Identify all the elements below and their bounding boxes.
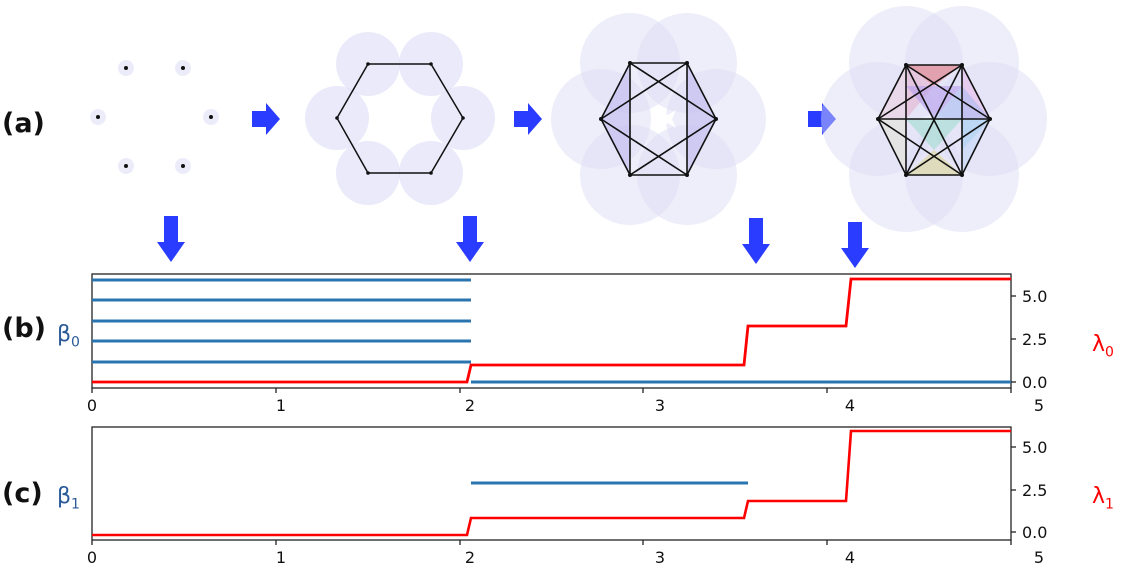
y-tick-label: 0.0 — [1022, 373, 1047, 392]
down-arrow-icon — [157, 216, 185, 262]
lambda-subscript: 0 — [1105, 344, 1114, 361]
beta1-label: β1 — [57, 484, 80, 512]
y-tick-label: 0.0 — [1022, 523, 1047, 542]
down-arrow-icon — [742, 218, 770, 264]
chart-b: 0 1 2 3 4 5 5.0 2.5 0.0 — [87, 273, 1047, 415]
y-tick-label: 5.0 — [1022, 438, 1047, 457]
x-tick-label: 1 — [276, 396, 286, 415]
x-tick-label: 4 — [845, 396, 855, 415]
panel-label-b: (b) — [2, 313, 47, 344]
stage-2-cycle — [305, 32, 495, 205]
lambda-symbol: λ — [1092, 484, 1106, 509]
beta-subscript: 0 — [71, 334, 80, 351]
y-tick-label: 2.5 — [1022, 481, 1047, 500]
down-arrow-icon — [456, 216, 484, 262]
panel-label-a: (a) — [2, 108, 45, 139]
x-tick-label: 2 — [465, 548, 475, 566]
right-arrow-icon — [252, 103, 280, 135]
lambda1-curve — [92, 429, 1011, 537]
beta-subscript: 1 — [71, 496, 80, 513]
beta-symbol: β — [57, 484, 72, 509]
lambda-subscript: 1 — [1105, 496, 1114, 513]
x-tick-label: 4 — [845, 548, 855, 566]
x-tick-label: 1 — [276, 548, 286, 566]
beta0-label: β0 — [57, 322, 80, 350]
x-tick-label: 3 — [655, 396, 665, 415]
lambda1-label: λ1 — [1092, 484, 1114, 512]
x-tick-label: 3 — [655, 548, 665, 566]
x-tick-label: 0 — [87, 548, 97, 566]
lambda-symbol: λ — [1092, 332, 1106, 357]
x-tick-label: 5 — [1034, 396, 1044, 415]
lambda0-label: λ0 — [1092, 332, 1114, 360]
beta-symbol: β — [57, 322, 72, 347]
x-tick-label: 2 — [465, 396, 475, 415]
beta0-barcode — [92, 278, 1011, 384]
x-tick-label: 5 — [1034, 548, 1044, 566]
lambda0-curve — [92, 277, 1011, 384]
down-arrow-icon — [841, 222, 869, 268]
chart-c: 0 1 2 3 4 5 5.0 2.5 0.0 — [87, 426, 1047, 566]
stage-1-point-cloud — [90, 60, 219, 174]
stage-3-complex — [551, 13, 766, 225]
stage-4-complete-complex — [821, 6, 1047, 232]
right-arrow-icon — [514, 103, 542, 135]
y-tick-label: 2.5 — [1022, 330, 1047, 349]
x-tick-label: 0 — [87, 396, 97, 415]
y-tick-label: 5.0 — [1022, 287, 1047, 306]
panel-label-c: (c) — [2, 478, 43, 509]
